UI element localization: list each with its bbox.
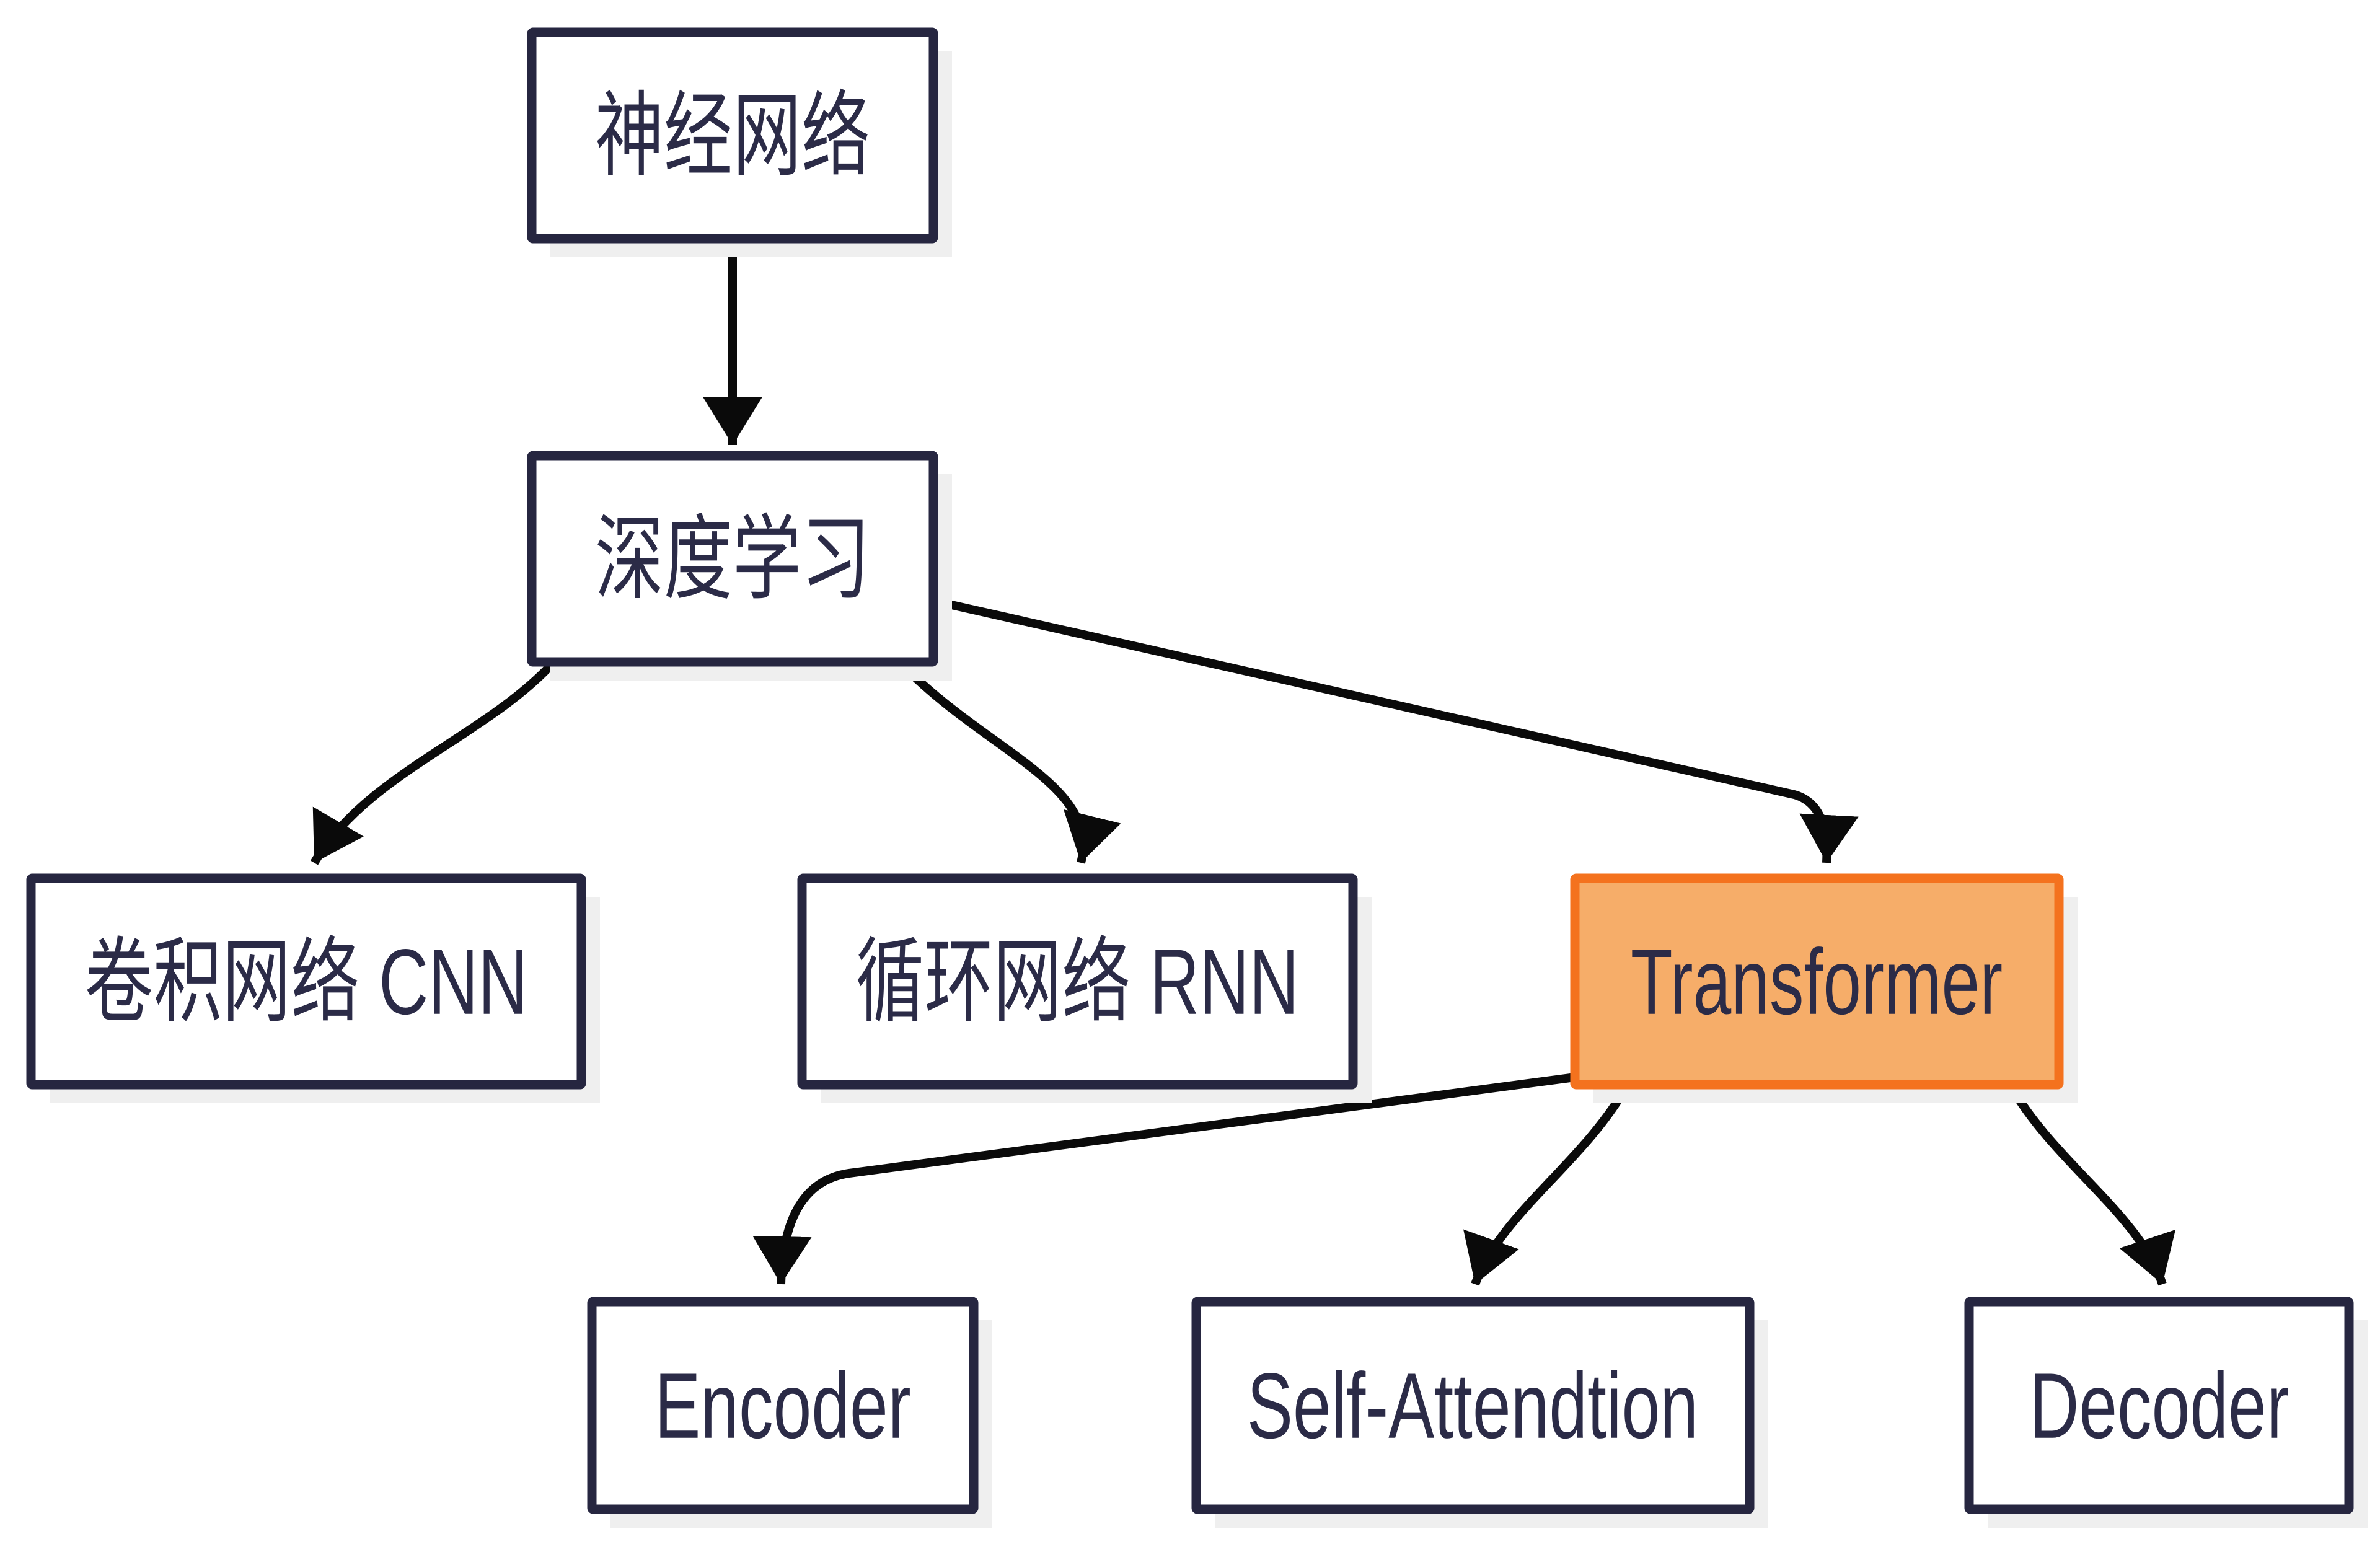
node-label-encoder: Encoder <box>654 1354 910 1457</box>
node-box <box>26 873 586 1090</box>
edge-transformer-to-self-attention <box>1463 1086 1629 1286</box>
node-box-accent <box>1570 873 2064 1090</box>
node-decoder: Decoder <box>1964 1297 2368 1528</box>
node-box <box>1191 1297 1755 1514</box>
node-box <box>1964 1297 2354 1514</box>
node-label-rnn: 循环网络 RNN <box>855 930 1298 1033</box>
node-self-attention: Self-Attendtion <box>1191 1297 1768 1528</box>
node-deep-learning: 深度学习 <box>527 451 952 681</box>
node-transformer: Transformer <box>1570 873 2078 1103</box>
node-box <box>527 27 938 244</box>
node-label-neural-network: 神经网络 <box>595 84 870 187</box>
node-box <box>527 451 938 667</box>
node-cnn: 卷积网络 CNN <box>26 873 600 1103</box>
edge-group <box>310 243 2175 1286</box>
node-neural-network: 神经网络 <box>527 27 952 257</box>
edge-deep-learning-to-transformer <box>928 596 1859 863</box>
node-group: 神经网络 深度学习 卷积网络 CNN 循环网络 RNN Transformer … <box>26 27 2368 1528</box>
node-label-cnn: 卷积网络 CNN <box>84 930 527 1033</box>
node-label-decoder: Decoder <box>2029 1354 2290 1457</box>
edge-transformer-to-encoder <box>752 1072 1580 1285</box>
edge-deep-learning-to-rnn <box>899 661 1121 864</box>
node-encoder: Encoder <box>587 1297 992 1528</box>
node-box <box>587 1297 979 1514</box>
edge-deep-learning-to-cnn <box>310 661 555 865</box>
node-label-deep-learning: 深度学习 <box>595 507 870 610</box>
node-box <box>797 873 1358 1090</box>
node-label-self-attention: Self-Attendtion <box>1247 1354 1698 1457</box>
node-rnn: 循环网络 RNN <box>797 873 1372 1103</box>
edge-transformer-to-decoder <box>2008 1086 2175 1286</box>
node-label-transformer: Transformer <box>1631 930 2003 1033</box>
